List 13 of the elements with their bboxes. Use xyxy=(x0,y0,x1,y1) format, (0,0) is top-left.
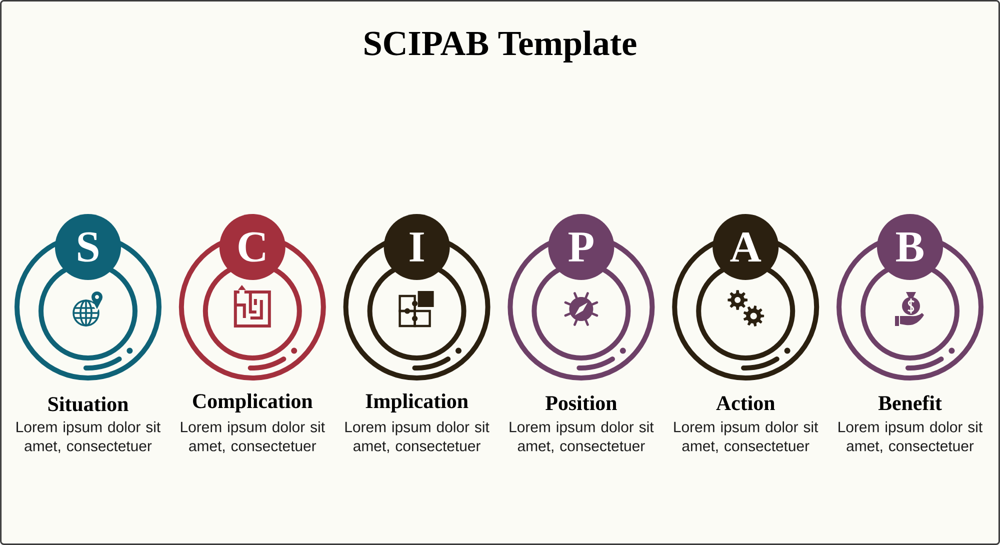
heading: Implication xyxy=(366,393,468,412)
body-text: Lorem ipsum dolor sit amet, consectetuer xyxy=(838,421,982,454)
heading: Complication xyxy=(193,393,313,412)
heading: Benefit xyxy=(878,395,942,410)
body-text: Lorem ipsum dolor sit amet, consectetuer xyxy=(16,421,160,454)
title: SCIPAB Template xyxy=(364,30,636,62)
body-text: Lorem ipsum dolor sit amet, consectetuer xyxy=(180,421,325,454)
body-text: Lorem ipsum dolor sit amet, consectetuer xyxy=(674,421,818,454)
heading: Action xyxy=(716,395,775,410)
body-text: Lorem ipsum dolor sit amet, consectetuer xyxy=(345,421,490,454)
heading: Position xyxy=(546,395,617,410)
body-text: Lorem ipsum dolor sit amet, consectetuer xyxy=(510,421,654,454)
heading: Situation xyxy=(48,396,128,412)
